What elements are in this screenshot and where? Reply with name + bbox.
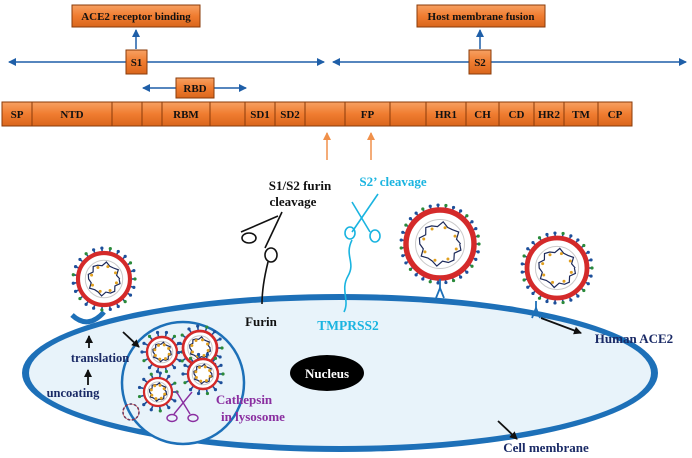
spike-domain-bar: SP NTD RBM SD1 SD2 FP HR1 CH CD HR2 TM CP (1, 101, 633, 127)
nucleus-label: Nucleus (305, 366, 349, 381)
domain-segment (111, 101, 143, 127)
tmprss2-label: TMPRSS2 (317, 318, 379, 333)
virions (71, 203, 594, 312)
domain-segment (389, 101, 427, 127)
domain-segment-label: CH (474, 109, 491, 121)
lysosome (120, 320, 246, 446)
membrane-fusion-label: Host membrane fusion (428, 11, 535, 23)
furin-cleavage-label-2: cleavage (270, 194, 317, 209)
domain-segment-label: TM (572, 109, 590, 121)
entry-arrow (122, 331, 140, 348)
domain-segment: HR1 (425, 101, 467, 127)
domain-segment: SP (1, 101, 33, 127)
furin-cleavage-label-1: S1/S2 furin (269, 178, 332, 193)
domain-segment (304, 101, 346, 127)
domain-segment-label: FP (361, 109, 375, 121)
human-ace2-label: Human ACE2 (595, 331, 673, 346)
s2-label: S2 (474, 57, 486, 69)
nucleus: Nucleus (290, 355, 364, 391)
domain-segment-label: RBM (173, 109, 199, 121)
ace2-binding-label: ACE2 receptor binding (81, 11, 191, 23)
domain-segment-label: SD2 (280, 109, 300, 121)
cathepsin-label: Cathepsin (216, 392, 273, 407)
virion (181, 352, 225, 396)
ace2-binding-box: ACE2 receptor binding (71, 4, 201, 28)
uncoating-label: uncoating (47, 386, 101, 400)
domain-segment-label: CP (608, 109, 623, 121)
s1-label: S1 (131, 57, 143, 69)
furin-label: Furin (245, 314, 278, 329)
cathepsin-scissors-icon (166, 390, 199, 423)
uncoated-genome (122, 403, 140, 421)
ace2-receptor-icon (435, 279, 445, 299)
furin-scissors-icon (240, 211, 283, 305)
rbd-box: RBD (175, 77, 215, 99)
domain-segment-label: SP (11, 109, 24, 121)
tmprss2-scissors-icon (343, 193, 381, 313)
domain-segment: CP (597, 101, 633, 127)
domain-segment: TM (563, 101, 599, 127)
domain-segment: RBM (161, 101, 211, 127)
virion (520, 231, 594, 305)
virion (137, 371, 179, 413)
domain-segment-label: HR2 (538, 109, 561, 121)
domain-segment-label: CD (509, 109, 525, 121)
s1-box: S1 (125, 49, 148, 75)
virion (399, 203, 481, 285)
rbd-label: RBD (183, 83, 206, 95)
endosome-virions (137, 324, 225, 413)
domain-segment-label: HR1 (435, 109, 457, 121)
human-ace2-arrow (540, 317, 582, 335)
cell-membrane-label: Cell membrane (503, 440, 589, 455)
virion (71, 246, 137, 312)
domain-segment: FP (344, 101, 391, 127)
lysosome-label: in lysosome (221, 409, 285, 424)
cell-membrane-arrow (497, 420, 518, 440)
translation-label: translation (71, 351, 129, 365)
domain-segment: CH (465, 101, 500, 127)
domain-segment: SD1 (244, 101, 276, 127)
domain-segment (209, 101, 246, 127)
domain-segment: CD (498, 101, 535, 127)
endocytosis-pit (70, 310, 106, 325)
domain-segment: NTD (31, 101, 113, 127)
domain-segment-label: NTD (60, 109, 83, 121)
membrane-fusion-box: Host membrane fusion (416, 4, 546, 28)
ace2-receptor-icon-2 (531, 301, 541, 319)
domain-segment: HR2 (533, 101, 565, 127)
domain-segment (141, 101, 163, 127)
domain-segment: SD2 (274, 101, 306, 127)
s2prime-label: S2’ cleavage (359, 174, 426, 189)
s2-box: S2 (468, 49, 492, 75)
domain-segment-label: SD1 (250, 109, 270, 121)
